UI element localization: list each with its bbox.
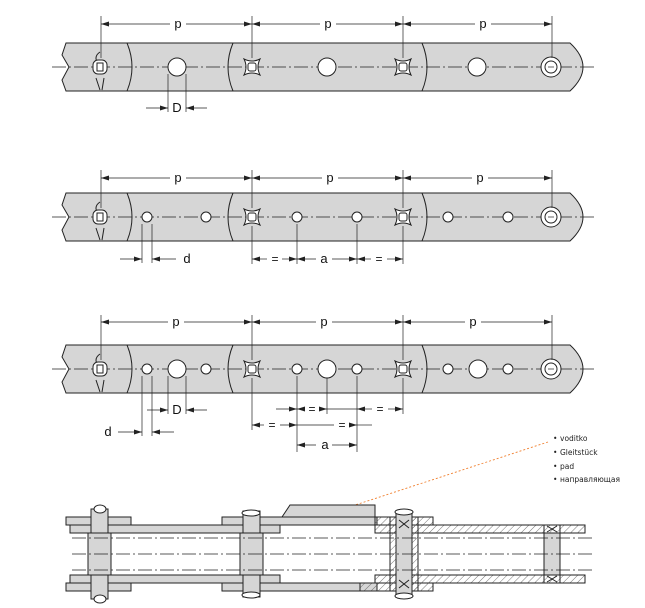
bore-d-label: d <box>183 251 190 266</box>
pin-hole <box>393 207 413 227</box>
bore-d <box>351 363 363 375</box>
pitch-dimension <box>100 315 553 360</box>
pitch-label: p <box>476 170 483 185</box>
chain-side-view <box>65 504 595 604</box>
legend-item: voditko <box>560 434 588 443</box>
equal-label: = <box>308 402 315 416</box>
bore-dimension <box>146 74 207 112</box>
pin-with-cotter <box>92 51 108 91</box>
pitch-label: p <box>326 170 333 185</box>
equal-label: = <box>375 252 382 266</box>
bore-d <box>141 363 153 375</box>
legend-pointer <box>339 441 549 511</box>
equal-label: = <box>268 418 275 432</box>
pitch-label: p <box>469 314 476 329</box>
pitch-label: p <box>174 16 181 31</box>
inner-plate-bottom <box>69 574 281 584</box>
bore-d <box>351 211 363 223</box>
bore-d <box>141 211 153 223</box>
equal-dimension <box>251 376 404 452</box>
legend-bullet: • <box>553 462 557 471</box>
pitch-label: p <box>324 16 331 31</box>
bore-d <box>291 363 303 375</box>
bore-D-label: D <box>172 100 181 115</box>
bore-d <box>502 211 514 223</box>
pin-hole <box>242 207 262 227</box>
bore-d <box>200 363 212 375</box>
bore-d <box>291 211 303 223</box>
pin-hole <box>242 359 262 379</box>
section-plate-bottom <box>374 574 586 584</box>
bore-D <box>317 57 337 77</box>
equal-label: = <box>271 252 278 266</box>
chain-view-2: p p p d = a = <box>52 170 595 266</box>
bore-d-dimension <box>120 224 176 263</box>
spacing-a-label: a <box>321 437 329 452</box>
pitch-label: p <box>174 170 181 185</box>
bore-D <box>167 359 187 379</box>
pitch-label: p <box>172 314 179 329</box>
equal-label: = <box>338 418 345 432</box>
bore-d-label: d <box>104 424 111 439</box>
legend-item: направляющая <box>560 475 620 484</box>
bore-D <box>317 359 337 379</box>
pin-with-cotter <box>92 353 108 393</box>
equal-dimension <box>252 422 372 428</box>
legend-item: Gleitstück <box>560 448 598 457</box>
legend-bullet: • <box>553 434 557 443</box>
pitch-label: p <box>479 16 486 31</box>
pitch-dimension <box>100 170 553 208</box>
end-pin <box>540 56 562 78</box>
pin-with-cotter <box>92 201 108 241</box>
bore-dimension <box>147 376 207 414</box>
bore-D <box>167 57 187 77</box>
bore-d <box>442 211 454 223</box>
legend-item: pad <box>560 462 574 471</box>
pin-hole <box>393 57 413 77</box>
bore-D-label: D <box>172 402 181 417</box>
chain-view-3: p p p D d <box>52 314 595 452</box>
legend-bullet: • <box>553 475 557 484</box>
section-plate-top <box>374 524 586 534</box>
bore-D <box>468 359 488 379</box>
inner-plate-top <box>69 524 281 534</box>
bore-d <box>200 211 212 223</box>
bore-D <box>467 57 487 77</box>
pitch-dimension <box>100 16 553 58</box>
bore-d-dimension <box>118 376 174 436</box>
end-pin <box>540 206 562 228</box>
spacing-a-label: a <box>320 251 328 266</box>
spacing-dimension <box>251 224 404 264</box>
pad <box>281 504 376 518</box>
chain-view-1: p p p D <box>52 16 595 115</box>
pitch-label: p <box>320 314 327 329</box>
bore-d <box>442 363 454 375</box>
equal-label: = <box>376 402 383 416</box>
end-pin <box>540 358 562 380</box>
bore-d <box>502 363 514 375</box>
pad-legend: • voditko • Gleitstück • pad • направляю… <box>553 434 620 484</box>
spacing-dimension <box>297 442 357 448</box>
pin-hole <box>393 359 413 379</box>
legend-bullet: • <box>553 448 557 457</box>
pin-hole <box>242 57 262 77</box>
